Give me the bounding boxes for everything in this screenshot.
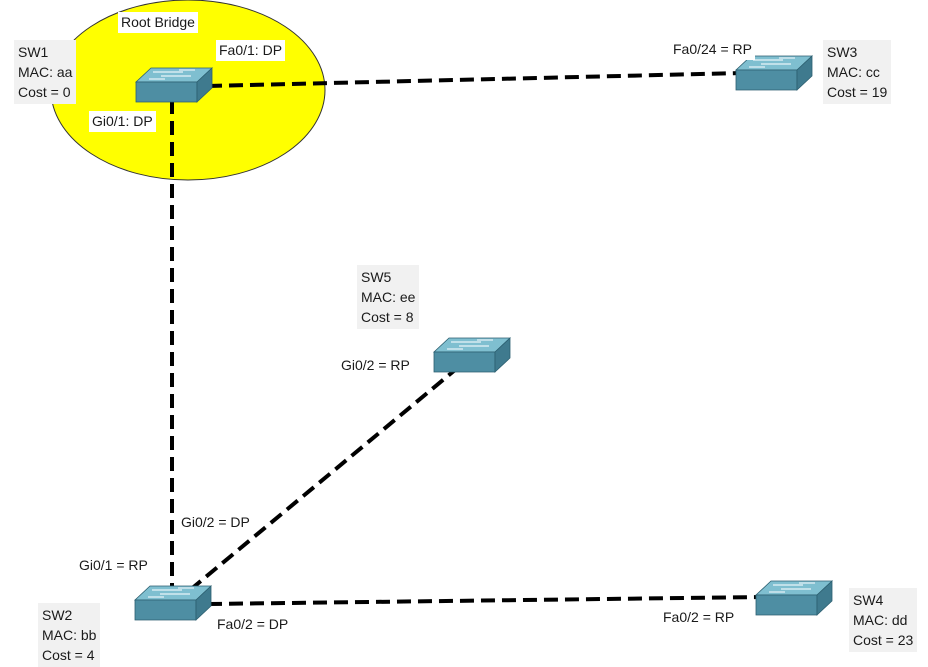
sw4-mac: MAC: dd: [853, 612, 908, 628]
sw5-name: SW5: [361, 269, 392, 285]
sw2-fa02-label: Fa0/2 = DP: [214, 614, 292, 635]
sw5-cost: Cost = 8: [361, 309, 414, 325]
sw3-info: SW3 MAC: cc Cost = 19: [823, 40, 892, 104]
link-sw1-sw3: [207, 71, 743, 88]
switch-sw3-icon[interactable]: [735, 55, 813, 91]
sw4-name: SW4: [853, 592, 884, 608]
sw1-name: SW1: [18, 44, 49, 60]
sw2-mac: MAC: bb: [42, 627, 97, 643]
sw1-info: SW1 MAC: aa Cost = 0: [14, 40, 77, 104]
sw1-mac: MAC: aa: [18, 64, 73, 80]
sw2-gi02-label: Gi0/2 = DP: [178, 512, 253, 533]
switch-sw4-icon[interactable]: [755, 580, 833, 616]
sw2-cost: Cost = 4: [42, 647, 95, 663]
sw1-fa01-label: Fa0/1: DP: [216, 40, 286, 61]
sw3-name: SW3: [827, 44, 858, 60]
switch-sw5-icon[interactable]: [433, 337, 511, 373]
link-sw2-sw5: [188, 368, 457, 592]
sw5-info: SW5 MAC: ee Cost = 8: [357, 265, 420, 329]
root-bridge-label: Root Bridge: [118, 12, 198, 33]
sw4-fa02-label: Fa0/2 = RP: [660, 607, 738, 628]
sw4-cost: Cost = 23: [853, 632, 914, 648]
sw2-name: SW2: [42, 607, 73, 623]
switch-sw1-icon[interactable]: [135, 67, 213, 103]
sw2-gi01-label: Gi0/1 = RP: [76, 555, 151, 576]
sw5-mac: MAC: ee: [361, 289, 416, 305]
sw5-gi02-label: Gi0/2 = RP: [338, 355, 413, 376]
switch-sw2-icon[interactable]: [134, 585, 212, 621]
sw1-cost: Cost = 0: [18, 84, 71, 100]
sw3-mac: MAC: cc: [827, 64, 880, 80]
sw2-info: SW2 MAC: bb Cost = 4: [38, 603, 101, 667]
sw3-fa024-label: Fa0/24 = RP: [670, 39, 755, 60]
link-sw2-sw4: [207, 595, 763, 606]
sw3-cost: Cost = 19: [827, 84, 888, 100]
sw1-gi01-label: Gi0/1: DP: [89, 111, 156, 132]
sw4-info: SW4 MAC: dd Cost = 23: [849, 588, 918, 652]
